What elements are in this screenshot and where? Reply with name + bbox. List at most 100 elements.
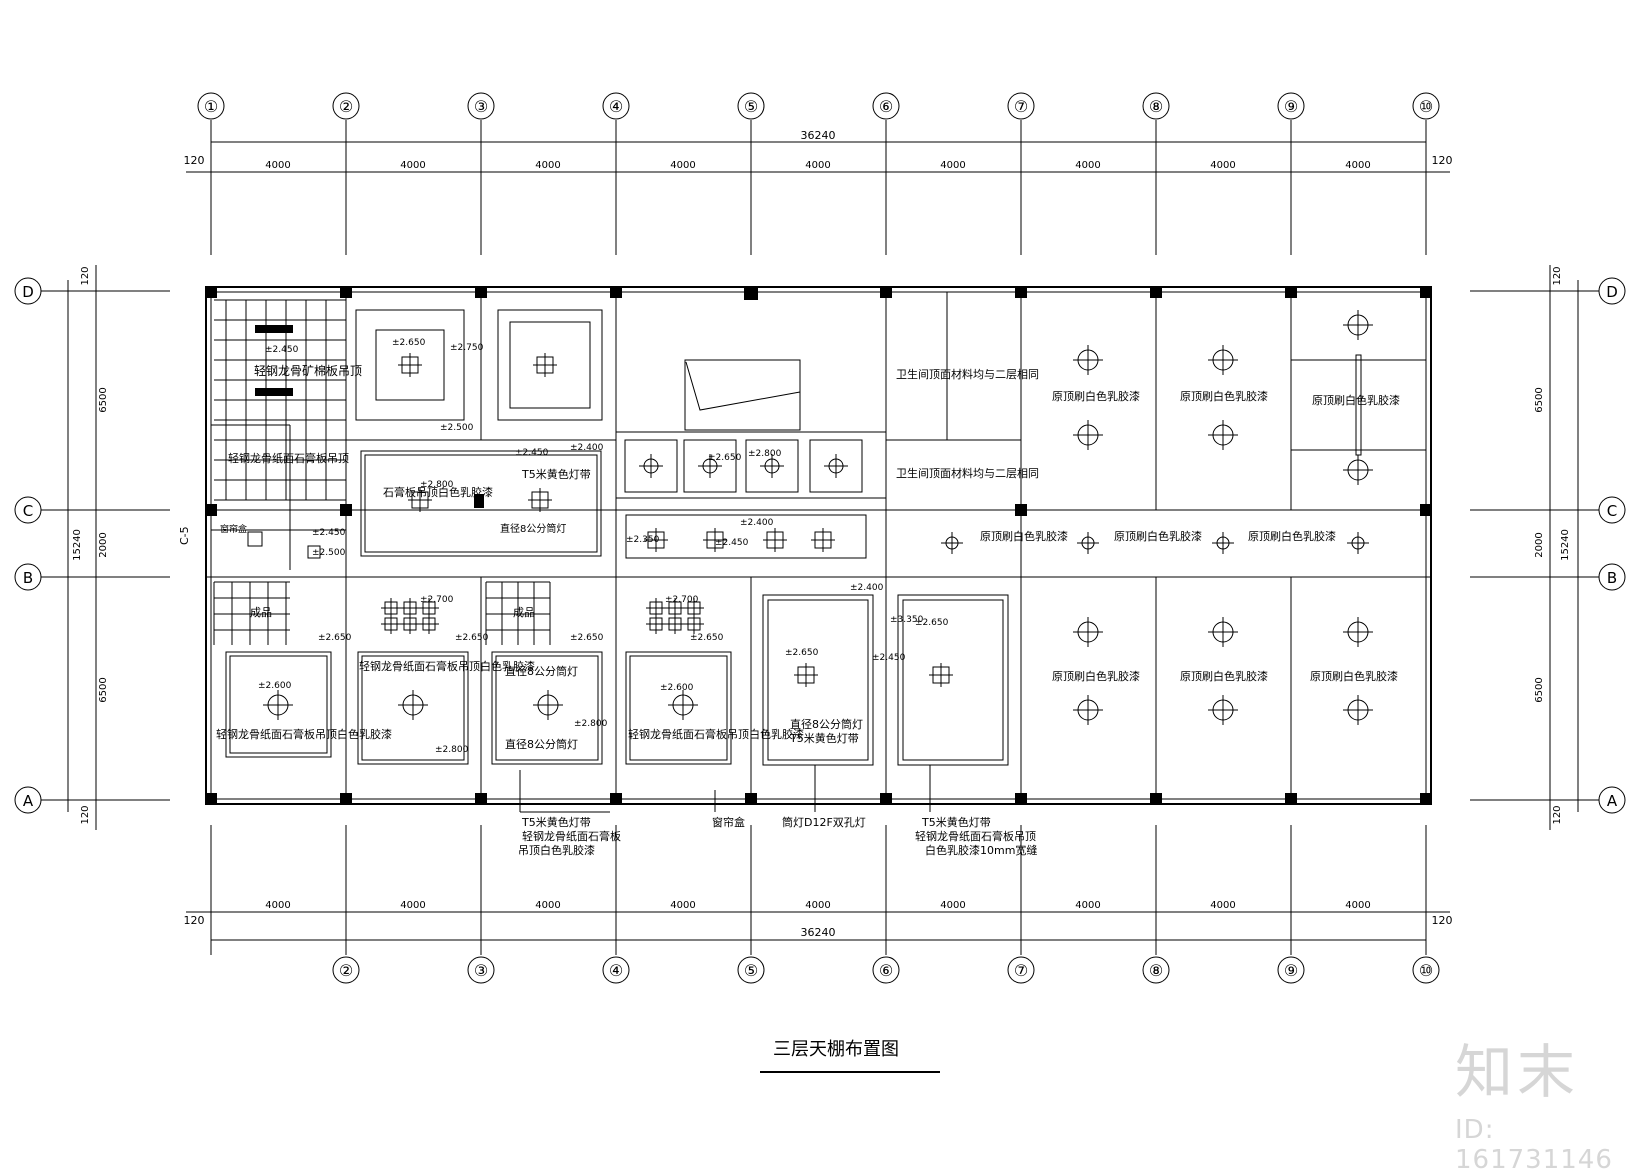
room-label: 轻钢龙骨纸面石膏板吊顶 [228,451,349,465]
room-label: 原顶刷白色乳胶漆 [1180,669,1268,683]
column [1420,286,1432,298]
elevation-mark: ±2.400 [740,518,774,528]
room-label: 成品 [250,606,272,619]
grid-bubble: ② [332,956,360,984]
grid-bubble: ⑤ [737,92,765,120]
elevation-mark: ±2.650 [570,633,604,643]
dim-edge: 120 [1432,154,1453,167]
grid-bubble: ④ [602,92,630,120]
dim-total: 36240 [801,926,836,939]
dim-right: 2000 [1534,532,1545,557]
dim-right: 6500 [1534,677,1545,702]
elevation-mark: ±2.650 [785,648,819,658]
room-label: 原顶刷白色乳胶漆 [980,529,1068,543]
dim-edge: 120 [1552,805,1563,824]
grid-bubble-label: ② [339,97,353,116]
grid-bubble-label: ④ [609,961,623,980]
room-label: 轻钢龙骨纸面石膏板吊顶白色乳胶漆 [216,727,392,741]
room-label: 原顶刷白色乳胶漆 [1180,389,1268,403]
dim-bay: 4000 [1345,160,1370,171]
grid-bubble-label: ① [204,97,218,116]
column [205,504,217,516]
grid-left: D C B A 15240 6500 2000 6500 120 120 [14,265,170,830]
elevation-marks: ±2.450 ±2.650 ±2.750 ±2.500 ±2.450 ±2.40… [258,338,949,755]
light-panel [255,388,293,396]
callout-text: 轻钢龙骨纸面石膏板吊顶 [915,829,1036,843]
grid-bubble: ⑨ [1277,92,1305,120]
elevation-mark: ±2.600 [258,681,292,691]
elevation-mark: ±2.400 [570,443,604,453]
grid-bubble: ⑩ [1412,956,1440,984]
watermark-id: ID: 161731146 [1455,1115,1613,1175]
row-bubble-label: A [23,792,34,810]
dim-bay: 4000 [805,900,830,911]
dim-left: 6500 [98,677,109,702]
grid-bubble: ⑨ [1277,956,1305,984]
dim-bay: 4000 [805,160,830,171]
elevation-mark: ±2.650 [915,618,949,628]
grid-bubble-label: ⑧ [1149,961,1163,980]
row-bubble-label: D [1606,283,1618,301]
dim-bay: 4000 [535,900,560,911]
callout-text: 吊顶白色乳胶漆 [518,843,595,857]
room-label: T5米黄色灯带 [521,467,591,481]
tile-ceiling-grid [213,299,551,645]
room-label: 直径8公分筒灯 [500,522,566,535]
dim-bay: 4000 [1075,160,1100,171]
room-label: 轻钢龙骨矿棉板吊顶 [254,364,362,378]
grid-bubble: ⑥ [872,92,900,120]
grid-bubble: ⑤ [737,956,765,984]
grid-bubble-label: ⑦ [1014,97,1028,116]
dim-bay: 4000 [670,160,695,171]
elevation-mark: ±2.450 [715,538,749,548]
elevation-mark: ±2.450 [872,653,906,663]
elevation-mark: ±2.700 [420,595,454,605]
column [205,286,217,298]
dim-right: 6500 [1534,387,1545,412]
dim-edge: 120 [1432,914,1453,927]
dim-left-total: 15240 [72,529,83,561]
room-label: 轻钢龙骨纸面石膏板吊顶白色乳胶漆 [628,727,804,741]
room-label: 原顶刷白色乳胶漆 [1052,389,1140,403]
callout-text: T5米黄色灯带 [921,815,991,829]
light-fixtures [247,310,1373,725]
dimension-top: 36240 120 120 4000 4000 4000 4000 4000 4… [184,120,1453,255]
elevation-mark: ±2.500 [312,548,346,558]
grid-bubble: ⑦ [1007,92,1035,120]
elevation-mark: ±2.650 [690,633,724,643]
grid-bubble-label: ③ [474,97,488,116]
room-label: T5米黄色灯带 [789,731,859,745]
dim-edge: 120 [184,914,205,927]
callout-text: T5米黄色灯带 [521,815,591,829]
room-label: 原顶刷白色乳胶漆 [1114,529,1202,543]
grid-bottom-bubbles: ② ③ ④ ⑤ ⑥ ⑦ ⑧ ⑨ ⑩ [332,956,1440,984]
dim-bay: 4000 [400,160,425,171]
dim-bay: 4000 [940,160,965,171]
dim-bay: 4000 [670,900,695,911]
watermark: 知末 ID: 161731146 [1455,1025,1648,1175]
column [205,793,217,805]
grid-bubble-label: ⑨ [1284,961,1298,980]
dim-left: 6500 [98,387,109,412]
row-bubble-label: C [23,502,33,520]
dim-bay: 4000 [940,900,965,911]
row-bubble-label: B [23,569,33,587]
elevation-mark: ±2.650 [392,338,426,348]
dim-bay: 4000 [1210,900,1235,911]
grid-bubble: ⑧ [1142,92,1170,120]
elevation-mark: ±2.650 [318,633,352,643]
dim-bay: 4000 [1075,900,1100,911]
partitions [211,292,1426,799]
room-label: 原顶刷白色乳胶漆 [1310,669,1398,683]
fixture [474,494,484,508]
dim-left: 2000 [98,532,109,557]
grid-bubble: ④ [602,956,630,984]
elevation-mark: ±2.800 [748,449,782,459]
dim-bay: 4000 [535,160,560,171]
room-label: 轻钢龙骨纸面石膏板吊顶白色乳胶漆 [359,659,535,673]
grid-bubble: ⑩ [1412,92,1440,120]
room-label: 窗帘盒 [220,523,247,535]
callout-text: 筒灯D12F双孔灯 [782,815,866,829]
